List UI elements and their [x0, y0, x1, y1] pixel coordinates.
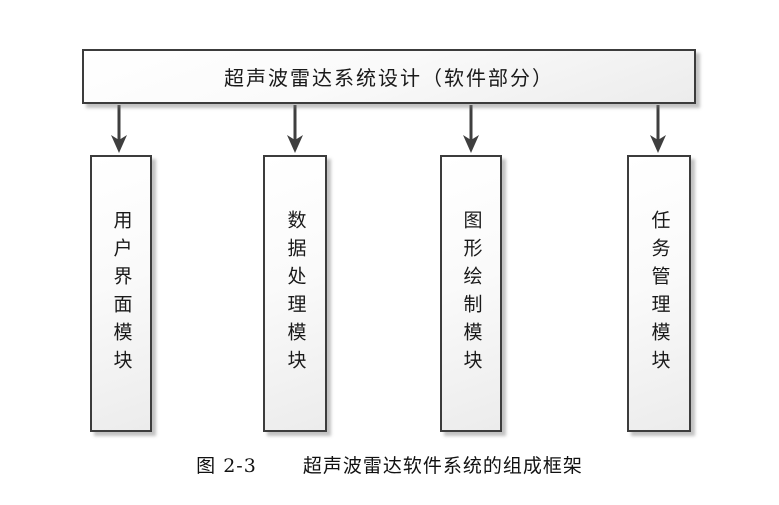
module-node-task-management: 任务管理模块: [627, 155, 691, 432]
arrow-down-icon: [463, 105, 479, 153]
module-label: 用户界面模块: [110, 209, 133, 378]
root-node: 超声波雷达系统设计（软件部分）: [82, 49, 696, 104]
figure-caption-text: 超声波雷达软件系统的组成框架: [302, 455, 583, 477]
module-label: 数据处理模块: [284, 209, 307, 378]
root-node-label: 超声波雷达系统设计（软件部分）: [224, 66, 554, 90]
module-node-data-processing: 数据处理模块: [263, 155, 327, 432]
figure-caption: 图 2-3 超声波雷达软件系统的组成框架: [0, 451, 779, 478]
arrow-down-icon: [111, 105, 127, 153]
module-label: 任务管理模块: [648, 209, 671, 378]
module-label: 图形绘制模块: [460, 209, 483, 378]
module-node-graphics-drawing: 图形绘制模块: [440, 155, 502, 432]
module-node-user-interface: 用户界面模块: [90, 155, 152, 432]
arrow-down-icon: [650, 105, 666, 153]
arrow-down-icon: [287, 105, 303, 153]
figure-number: 图 2-3: [196, 455, 257, 477]
